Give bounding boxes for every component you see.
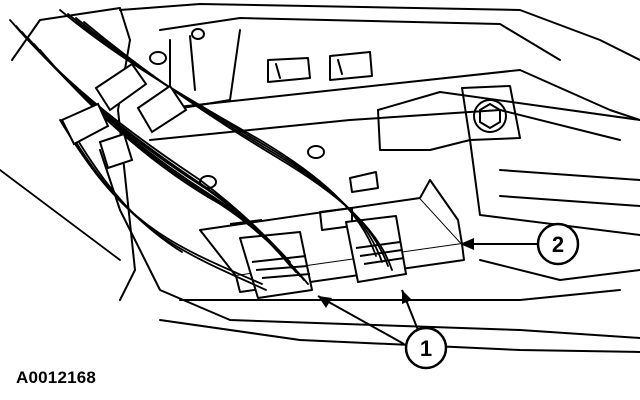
callout-2-label: 2 bbox=[552, 232, 564, 257]
callout-1-circle bbox=[404, 326, 448, 370]
callout-2: 2 bbox=[460, 222, 580, 266]
harness-clips bbox=[60, 62, 188, 170]
figure-id: A0012168 bbox=[16, 368, 97, 387]
callout-1: 1 bbox=[317, 289, 448, 370]
callout-1-label: 1 bbox=[420, 336, 432, 361]
callout-2-circle bbox=[536, 222, 580, 266]
bolt-icon bbox=[473, 99, 507, 133]
wiring-harness bbox=[0, 9, 393, 291]
